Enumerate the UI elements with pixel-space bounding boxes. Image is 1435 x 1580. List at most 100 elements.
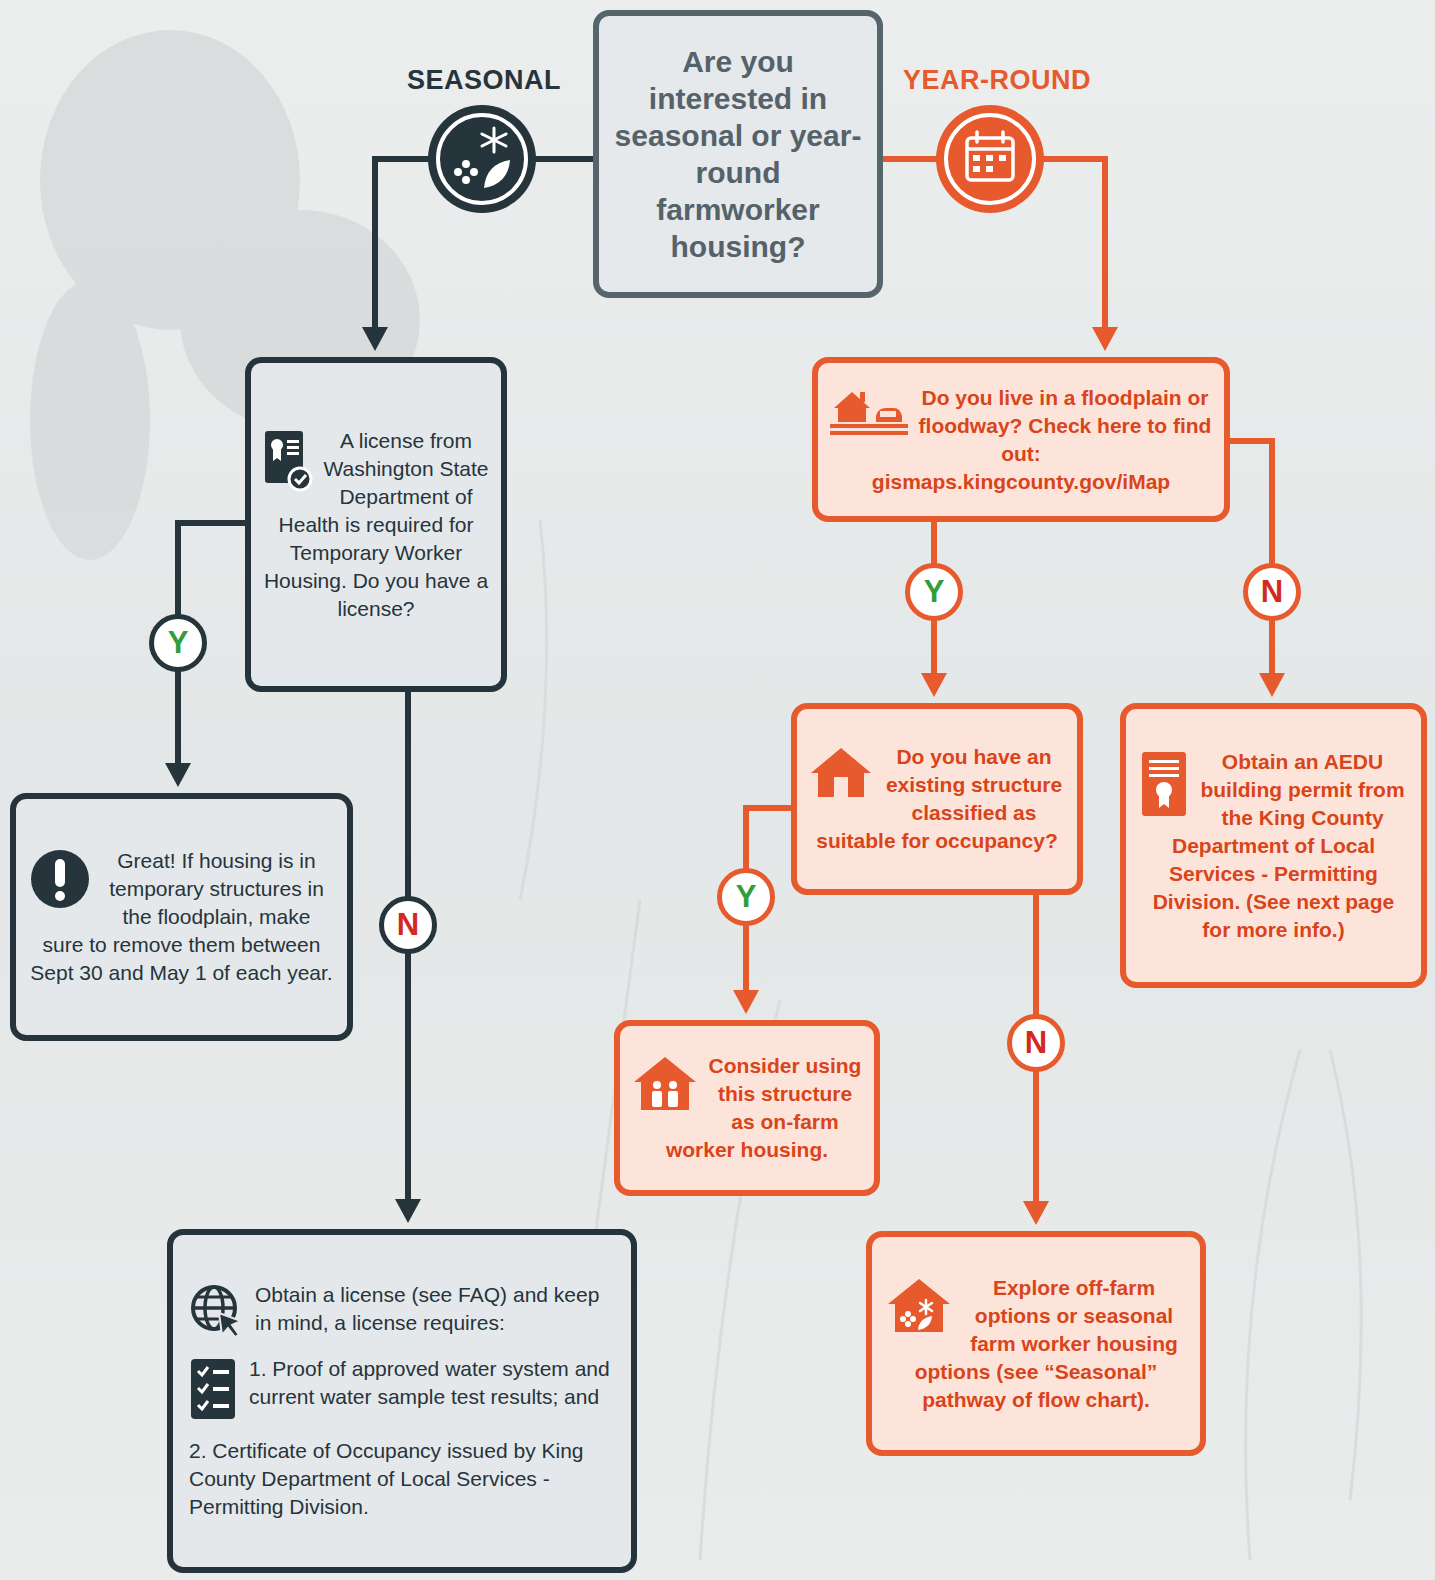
icon-part xyxy=(1142,752,1186,816)
icon-part xyxy=(287,440,299,443)
box-icon xyxy=(30,849,90,909)
arrow-head xyxy=(1023,1201,1049,1225)
arrow-head xyxy=(165,763,191,787)
box-text: Do you have an existing structure classi… xyxy=(809,743,1065,855)
box-icon xyxy=(886,1276,952,1334)
icon-part xyxy=(880,411,896,417)
text-row: Great! If housing is in temporary struct… xyxy=(30,847,333,987)
icon-part xyxy=(920,1300,932,1314)
icon-part xyxy=(213,1370,229,1374)
answer-badge: N xyxy=(379,896,437,954)
year-round-icon xyxy=(936,105,1044,213)
icon-part xyxy=(986,166,993,172)
icon-part xyxy=(1156,782,1172,798)
text-row: Consider using this structure as on-farm… xyxy=(632,1052,862,1164)
text-row: A license from Washington State Departme… xyxy=(263,427,489,623)
box-text: Great! If housing is in temporary struct… xyxy=(30,847,333,987)
arrow-head xyxy=(1092,327,1118,351)
text-row: gismaps.kingcounty.gov/iMap xyxy=(830,468,1212,496)
seasonal-icon xyxy=(428,105,536,213)
icon-part xyxy=(470,168,478,176)
icon-part xyxy=(193,1306,235,1310)
box-text: Are you interested in seasonal or year-r… xyxy=(613,43,863,265)
box-icon xyxy=(830,386,908,436)
icon-part xyxy=(986,155,993,161)
icon-part xyxy=(454,168,462,176)
box-text: Do you live in a floodplain or floodway?… xyxy=(830,384,1212,468)
text-row: Obtain an AEDU building permit from the … xyxy=(1140,748,1407,944)
icon-part xyxy=(484,160,510,188)
icon-part xyxy=(967,147,1013,151)
text-row: Do you live in a floodplain or floodway?… xyxy=(830,384,1212,468)
icon-part xyxy=(668,1091,678,1107)
box-text: gismaps.kingcounty.gov/iMap xyxy=(830,468,1212,496)
arrow-head xyxy=(395,1199,421,1223)
text-row: 1. Proof of approved water system and cu… xyxy=(189,1355,615,1425)
faded-grass xyxy=(520,520,1361,1560)
box-content: Are you interested in seasonal or year-r… xyxy=(613,43,863,265)
icon-part xyxy=(999,155,1006,161)
text-row: Explore off-farm options or seasonal far… xyxy=(886,1274,1186,1414)
icon-part xyxy=(973,155,1006,172)
icon-part xyxy=(1149,774,1179,777)
flow-box: Consider using this structure as on-farm… xyxy=(614,1020,880,1196)
arrow-head xyxy=(1259,673,1285,697)
answer-badge: Y xyxy=(905,563,963,621)
icon-part xyxy=(213,1404,229,1408)
text-row: Obtain a license (see FAQ) and keep in m… xyxy=(189,1281,615,1343)
branch-label: SEASONAL xyxy=(407,65,561,96)
flow-box: Explore off-farm options or seasonal far… xyxy=(866,1231,1206,1456)
icon-part xyxy=(876,408,902,422)
flow-box: Do you live in a floodplain or floodway?… xyxy=(812,357,1230,522)
box-icon xyxy=(263,429,313,493)
text-row: 2. Certificate of Occupancy issued by Ki… xyxy=(189,1437,615,1521)
icon-part xyxy=(31,850,89,908)
connector-line xyxy=(1230,441,1272,679)
box-text: Obtain an AEDU building permit from the … xyxy=(1140,748,1407,944)
icon-part xyxy=(462,176,470,184)
icon-part xyxy=(1246,1050,1300,1560)
flow-box: Obtain a license (see FAQ) and keep in m… xyxy=(167,1229,637,1573)
flow-connector xyxy=(395,692,421,1223)
icon-part xyxy=(900,1311,932,1330)
icon-part xyxy=(198,1384,208,1392)
icon-part xyxy=(482,134,506,146)
icon-part xyxy=(438,115,526,203)
icon-part xyxy=(30,280,150,560)
icon-part xyxy=(653,1081,661,1089)
arrow-head xyxy=(362,327,388,351)
branch-label: YEAR-ROUND xyxy=(903,65,1091,96)
box-icon xyxy=(632,1054,698,1112)
icon-part xyxy=(1149,767,1179,770)
flow-box: Obtain an AEDU building permit from the … xyxy=(1120,703,1427,988)
flow-box: Are you interested in seasonal or year-r… xyxy=(593,10,883,298)
icon-part xyxy=(905,1311,911,1317)
answer-badge: Y xyxy=(149,614,207,672)
answer-badge: N xyxy=(1007,1014,1065,1072)
icon-part xyxy=(830,424,908,428)
flow-box: Great! If housing is in temporary struct… xyxy=(10,793,353,1041)
icon-part xyxy=(463,169,469,175)
icon-part xyxy=(520,520,547,900)
icon-part xyxy=(900,1316,906,1322)
box-icon xyxy=(189,1357,239,1421)
icon-part xyxy=(197,1296,231,1299)
icon-part xyxy=(1159,796,1169,808)
icon-part xyxy=(834,777,848,797)
icon-part xyxy=(634,1057,696,1110)
icon-part xyxy=(920,1303,932,1311)
icon-part xyxy=(1001,132,1005,142)
icon-part xyxy=(975,132,979,142)
icon-part xyxy=(55,859,65,887)
icon-part xyxy=(219,1313,241,1337)
icon-part xyxy=(198,1367,208,1375)
box-content: Obtain an AEDU building permit from the … xyxy=(1140,748,1407,944)
box-text: Consider using this structure as on-farm… xyxy=(632,1052,862,1164)
box-content: A license from Washington State Departme… xyxy=(263,427,489,623)
icon-part xyxy=(834,392,870,422)
icon-part xyxy=(482,134,506,146)
icon-part xyxy=(289,468,311,490)
icon-part xyxy=(1149,760,1179,763)
icon-part xyxy=(287,446,299,449)
